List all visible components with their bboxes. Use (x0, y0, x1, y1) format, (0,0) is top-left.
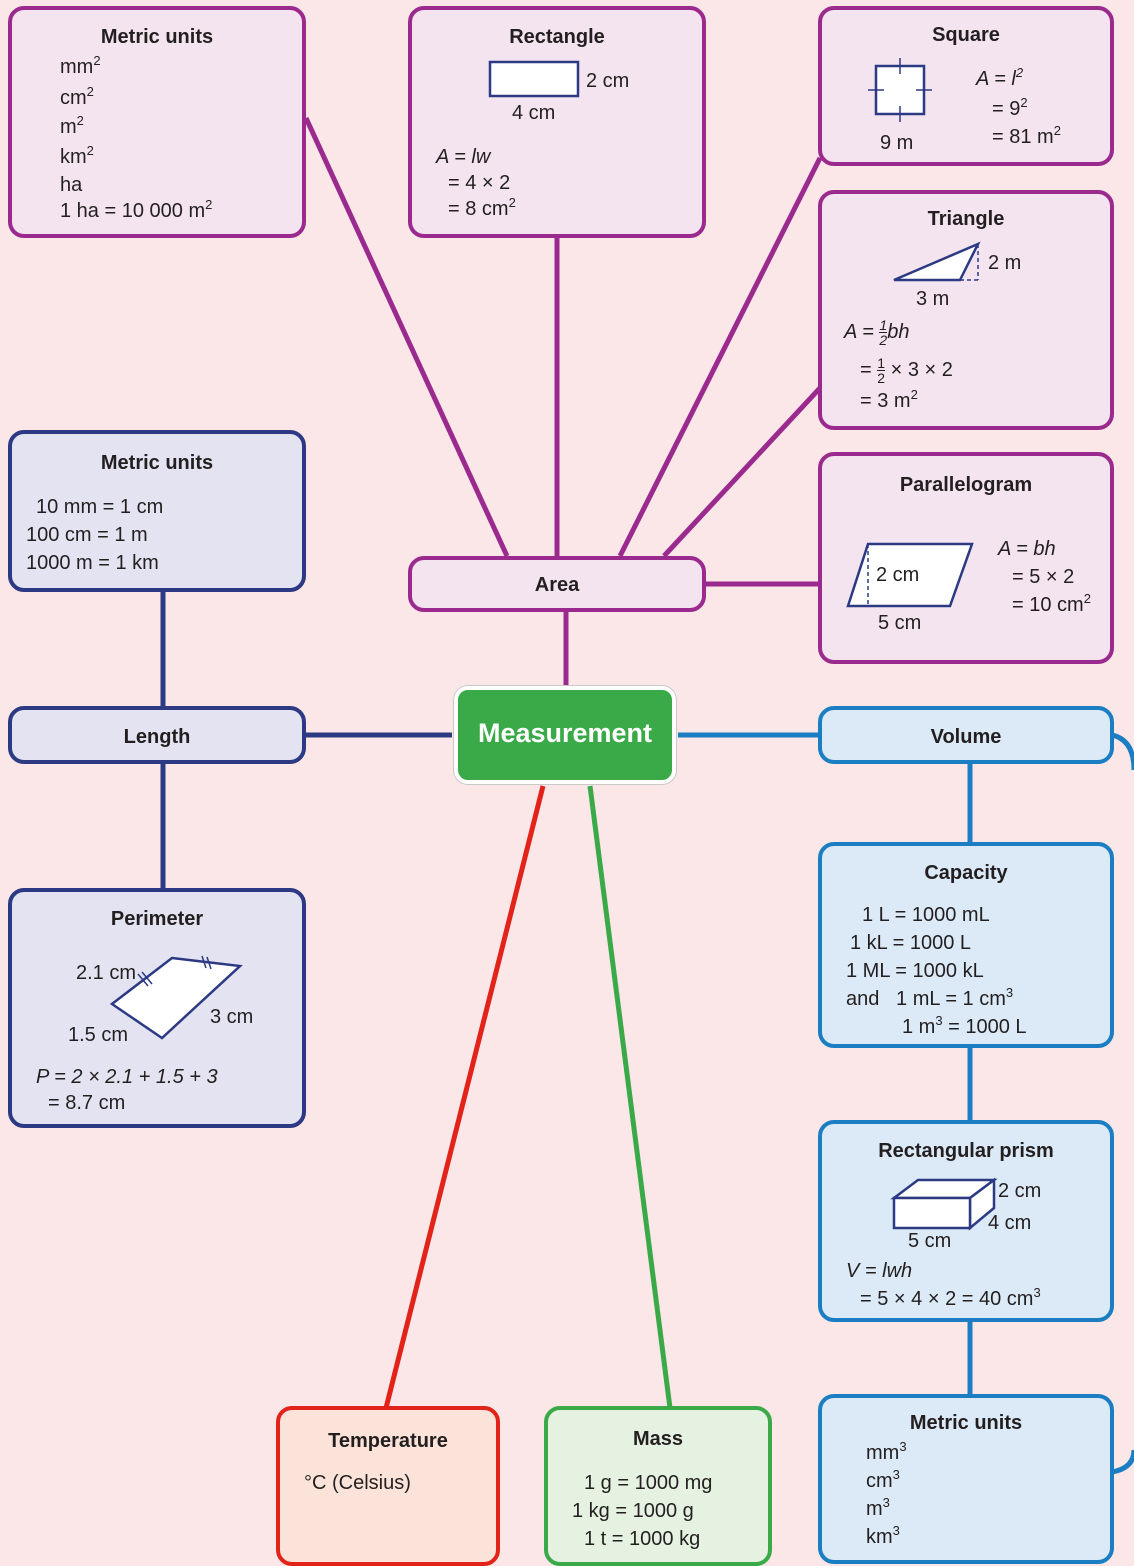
unit-km3: km3 (866, 1523, 900, 1548)
parallelogram-height: 2 cm (876, 564, 920, 586)
capacity-kilolitre: 1 kL = 1000 L (850, 932, 972, 954)
parallelogram-step: = 5 × 2 (1012, 566, 1075, 588)
perimeter-diagram (109, 955, 243, 1040)
mass-gram: 1 g = 1000 mg (584, 1472, 713, 1494)
parallelogram-base: 5 cm (878, 612, 922, 634)
rectangle-length: 4 cm (512, 102, 556, 124)
area-node: Area (408, 556, 706, 612)
capacity-litre: 1 L = 1000 mL (862, 904, 990, 926)
volume-label: Volume (930, 726, 1002, 748)
perimeter-side-b: 3 cm (210, 1006, 254, 1028)
square-title: Square (932, 24, 1000, 46)
prism-diagram (890, 1177, 998, 1231)
prism-result: = 5 × 4 × 2 = 40 cm3 (860, 1285, 1041, 1310)
square-box: Square 9 m A = l2 = 92 = 81 m2 (818, 6, 1114, 166)
temperature-title: Temperature (328, 1430, 448, 1452)
prism-height: 2 cm (998, 1180, 1042, 1202)
area-label: Area (534, 574, 580, 596)
triangle-result: = 3 m2 (860, 387, 918, 412)
area-metric-units-box: Metric units mm2 cm2 m2 km2 ha 1 ha = 10… (8, 6, 306, 238)
length-conversion-mm: 10 mm = 1 cm (36, 496, 164, 518)
parallelogram-formula: A = bh (998, 538, 1056, 560)
unit-ha: ha (60, 174, 83, 196)
volume-metric-units-box: Metric units mm3 cm3 m3 km3 (818, 1394, 1114, 1564)
rectangle-title: Rectangle (509, 26, 605, 48)
rectangle-diagram (488, 60, 580, 98)
prism-formula: V = lwh (846, 1260, 913, 1282)
prism-width: 4 cm (988, 1212, 1032, 1234)
unit-mm3: mm3 (866, 1439, 907, 1464)
rectangular-prism-box: Rectangular prism 2 cm 4 cm 5 cm V = lwh… (818, 1120, 1114, 1322)
square-side: 9 m (880, 132, 914, 154)
capacity-ml-cm3: and 1 mL = 1 cm3 (846, 985, 1014, 1010)
unit-cm2: cm2 (60, 84, 94, 109)
length-conversion-m: 1000 m = 1 km (26, 552, 159, 574)
perimeter-title: Perimeter (110, 908, 204, 930)
mass-box: Mass 1 g = 1000 mg 1 kg = 1000 g 1 t = 1… (544, 1406, 772, 1566)
volume-node: Volume (818, 706, 1114, 764)
parallelogram-title: Parallelogram (899, 474, 1033, 496)
triangle-title: Triangle (927, 208, 1005, 230)
central-label: Measurement (477, 718, 653, 748)
square-step: = 92 (992, 95, 1028, 120)
length-node: Length (8, 706, 306, 764)
square-formula: A = l2 (976, 65, 1024, 90)
mass-tonne: 1 t = 1000 kg (584, 1528, 701, 1550)
unit-km2: km2 (60, 143, 94, 168)
length-metric-units-box: Metric units 10 mm = 1 cm 100 cm = 1 m 1… (8, 430, 306, 592)
unit-cm3: cm3 (866, 1467, 900, 1492)
temperature-box: Temperature °C (Celsius) (276, 1406, 500, 1566)
perimeter-side-a: 2.1 cm (76, 962, 137, 984)
temperature-unit: °C (Celsius) (304, 1472, 411, 1494)
prism-title: Rectangular prism (878, 1140, 1054, 1162)
parallelogram-diagram (846, 542, 974, 608)
perimeter-box: Perimeter 2.1 cm 3 cm 1.5 cm P = 2 × 2.1… (8, 888, 306, 1128)
measurement-central-node: Measurement (454, 686, 676, 784)
perimeter-side-c: 1.5 cm (68, 1024, 129, 1046)
parallelogram-result: = 10 cm2 (1012, 591, 1091, 616)
square-diagram (868, 58, 932, 122)
triangle-base: 3 m (916, 288, 950, 310)
unit-m3: m3 (866, 1495, 890, 1520)
rectangle-step: = 4 × 2 (448, 172, 511, 194)
triangle-diagram (893, 241, 981, 282)
perimeter-result: = 8.7 cm (48, 1092, 126, 1114)
area-units-title: Metric units (100, 26, 214, 48)
unit-mm2: mm2 (60, 53, 101, 78)
perimeter-formula: P = 2 × 2.1 + 1.5 + 3 (36, 1066, 218, 1088)
length-conversion-cm: 100 cm = 1 m (26, 524, 148, 546)
hectare-conversion: 1 ha = 10 000 m2 (60, 197, 213, 222)
mass-title: Mass (632, 1428, 684, 1450)
mass-kilogram: 1 kg = 1000 g (572, 1500, 694, 1522)
triangle-height: 2 m (988, 252, 1022, 274)
prism-length: 5 cm (908, 1230, 952, 1252)
capacity-m3-litre: 1 m3 = 1000 L (902, 1013, 1027, 1038)
capacity-box: Capacity 1 L = 1000 mL 1 kL = 1000 L 1 M… (818, 842, 1114, 1048)
parallelogram-box: Parallelogram 2 cm 5 cm A = bh = 5 × 2 =… (818, 452, 1114, 664)
volume-units-title: Metric units (909, 1412, 1023, 1434)
length-label: Length (123, 726, 191, 748)
capacity-title: Capacity (924, 862, 1008, 884)
rectangle-width: 2 cm (586, 70, 630, 92)
rectangle-formula: A = lw (436, 146, 491, 168)
length-units-title: Metric units (100, 452, 214, 474)
unit-m2: m2 (60, 113, 84, 138)
capacity-megalitre: 1 ML = 1000 kL (846, 960, 984, 982)
rectangle-result: = 8 cm2 (448, 195, 516, 220)
rectangle-box: Rectangle 2 cm 4 cm A = lw = 4 × 2 = 8 c… (408, 6, 706, 238)
square-result: = 81 m2 (992, 123, 1061, 148)
